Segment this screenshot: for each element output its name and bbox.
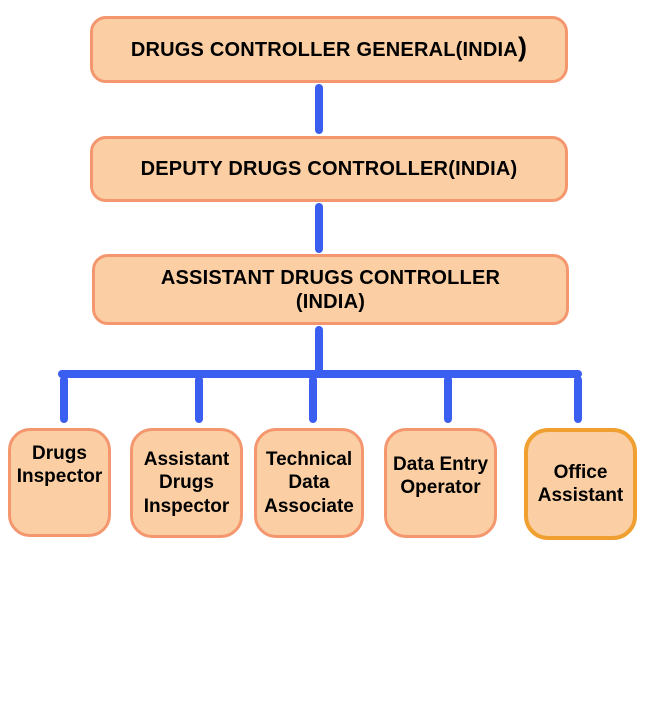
- node-office-assistant: Office Assistant: [524, 428, 637, 540]
- node-data-entry-operator: Data Entry Operator: [384, 428, 497, 538]
- branch-drop-1: [60, 376, 68, 423]
- node-label: Technical Data Associate: [264, 449, 354, 517]
- node-deputy-drugs-controller: DEPUTY DRUGS CONTROLLER(INDIA): [90, 136, 568, 202]
- node-technical-data-associate: Technical Data Associate: [254, 428, 364, 538]
- branch-drop-2: [195, 376, 203, 423]
- node-assistant-drugs-controller: ASSISTANT DRUGS CONTROLLER (INDIA): [92, 254, 569, 325]
- branch-drop-4: [444, 376, 452, 423]
- node-label: DRUGS CONTROLLER GENERAL(INDIA): [130, 32, 528, 62]
- node-drugs-controller-general: DRUGS CONTROLLER GENERAL(INDIA): [90, 16, 568, 83]
- node-drugs-inspector: Drugs Inspector: [8, 428, 111, 537]
- branch-horizontal-bar: [58, 370, 582, 378]
- connector-dcg-to-ddc: [315, 84, 323, 134]
- node-label: Data Entry Operator: [392, 453, 489, 498]
- node-label: Office Assistant: [537, 461, 624, 506]
- node-label: ASSISTANT DRUGS CONTROLLER (INDIA): [160, 266, 501, 313]
- trunk-connector: [315, 326, 323, 378]
- connector-ddc-to-adc: [315, 203, 323, 253]
- node-label: DEPUTY DRUGS CONTROLLER(INDIA): [140, 158, 518, 180]
- closing-paren: ): [517, 32, 528, 62]
- branch-drop-3: [309, 376, 317, 423]
- node-label: Drugs Inspector: [16, 443, 103, 488]
- node-label: Assistant Drugs Inspector: [143, 449, 230, 517]
- node-assistant-drugs-inspector: Assistant Drugs Inspector: [130, 428, 243, 538]
- branch-drop-5: [574, 376, 582, 423]
